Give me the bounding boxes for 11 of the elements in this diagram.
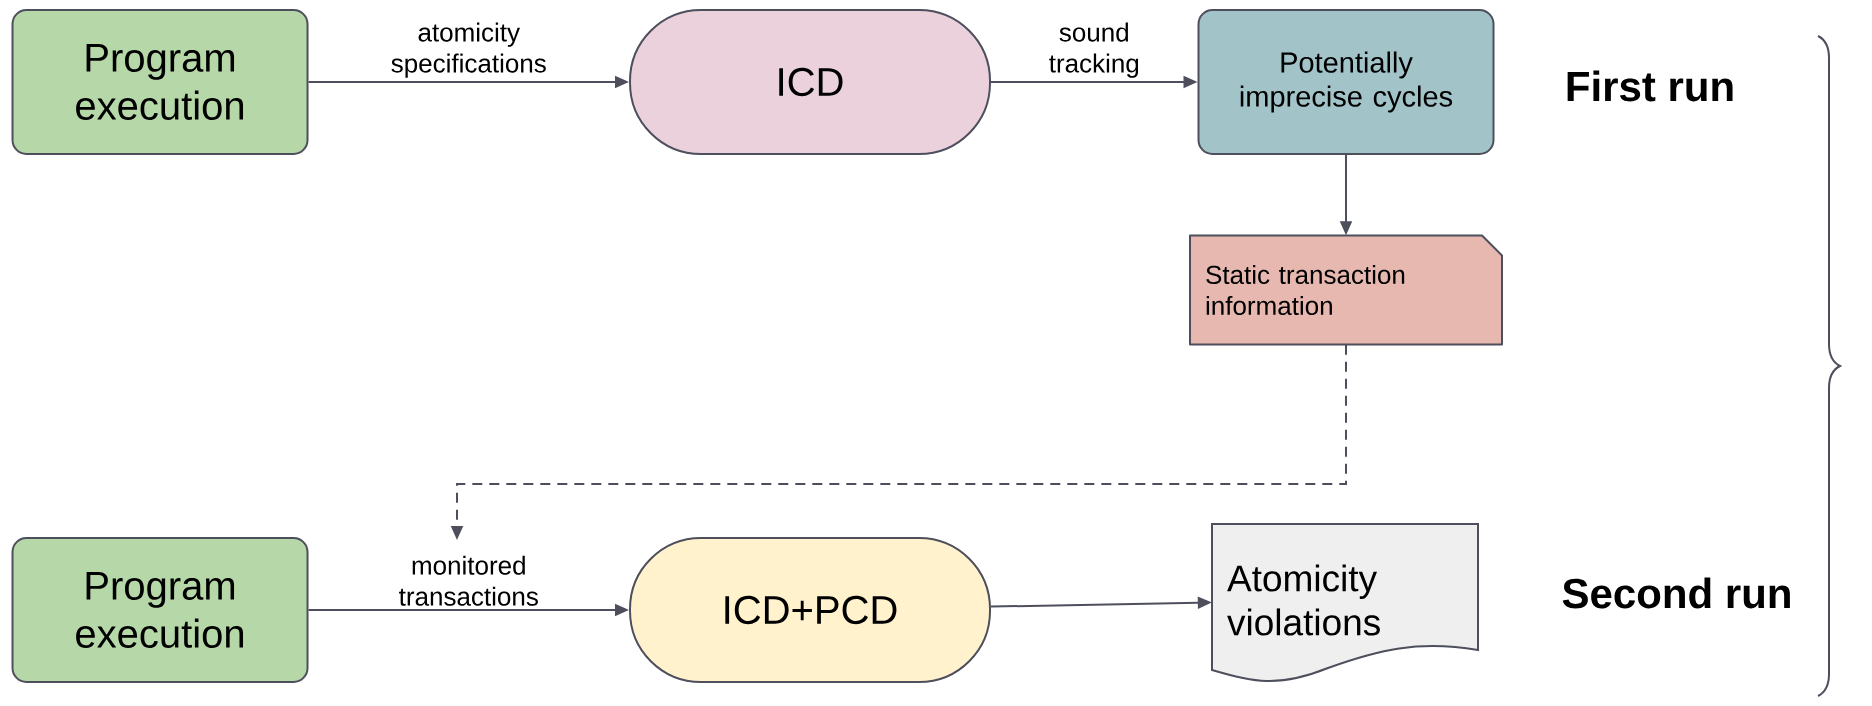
edge-label: atomicity specifications — [391, 22, 546, 78]
edge-label: sound tracking — [1049, 22, 1139, 78]
edge-label: monitored transactions — [399, 555, 538, 606]
process-box: Program execution — [11, 9, 309, 155]
run-label: First run — [1567, 70, 1733, 102]
note-box: Static transaction information — [1189, 234, 1503, 346]
process-box: Program execution — [11, 537, 309, 683]
process-terminal: ICD+PCD — [629, 537, 991, 683]
process-terminal: ICD — [629, 9, 991, 155]
run-label: Second run — [1562, 577, 1790, 609]
process-box: Potentially imprecise cycles — [1197, 9, 1495, 155]
